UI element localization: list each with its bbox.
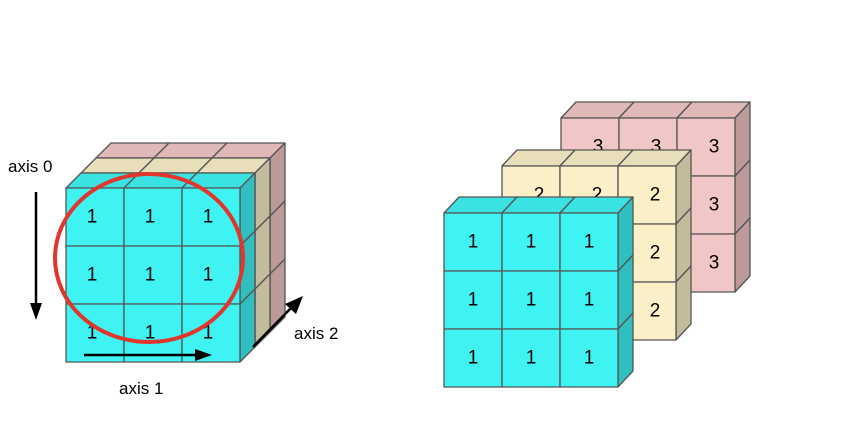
right-slice-1-cell-value: 1 (468, 348, 479, 369)
left-layer-1-cell-value: 1 (145, 323, 156, 344)
right-slice-3-cell-value: 3 (709, 253, 720, 274)
right-slice-3-cell-value: 3 (709, 137, 720, 158)
left-layer-1-cell-value: 1 (203, 207, 214, 228)
right-slice-3-cell-value: 3 (709, 195, 720, 216)
right-slice-1-cell-value: 1 (526, 348, 537, 369)
axis2-arrowhead (285, 296, 303, 314)
left-layer-1-cell-value: 1 (203, 323, 214, 344)
right-slice-1-cell-value: 1 (526, 232, 537, 253)
axis1-arrowhead (195, 349, 212, 361)
right-slice-2-cell-value: 2 (650, 185, 661, 206)
right-slice-1-cell-value: 1 (468, 290, 479, 311)
right-slice-1-cell-value: 1 (584, 290, 595, 311)
right-slice-2-cell-value: 2 (592, 185, 603, 206)
left-layer-1-cell-value: 1 (203, 265, 214, 286)
right-slice-2-cell-value: 2 (534, 185, 545, 206)
left-layer-1-cell-value: 1 (87, 265, 98, 286)
highlight-ellipse (53, 172, 245, 344)
right-slice-1-cell-value: 1 (468, 232, 479, 253)
axis2-label: axis 2 (294, 324, 338, 343)
left-layer-1-cell-value: 1 (87, 207, 98, 228)
left-layer-1-front-face (181, 303, 241, 363)
axis2-arrow-shaft (252, 306, 293, 348)
right-slice-1-cell-value: 1 (584, 348, 595, 369)
right-slice-3-cell-value: 3 (593, 137, 604, 158)
right-slice-2-cell-value: 2 (650, 243, 661, 264)
right-slice-1-front-face (559, 328, 619, 388)
left-layer-1-cell-value: 1 (145, 207, 156, 228)
right-slice-3-cell-value: 3 (651, 137, 662, 158)
right-slice-1-cell-value: 1 (526, 290, 537, 311)
axis0-arrowhead (30, 303, 42, 320)
right-cube-slices: 3 3 3 3 3 2 2 2 2 2 1 1 1 1 1 1 1 1 1 (443, 101, 751, 388)
axis-arrows (30, 192, 303, 361)
right-slice-2-cell-value: 2 (650, 301, 661, 322)
right-slice-1-cell-value: 1 (584, 232, 595, 253)
left-layer-1-cell-value: 1 (145, 265, 156, 286)
left-layer-1-cell-value: 1 (87, 323, 98, 344)
axis0-label: axis 0 (8, 157, 52, 176)
axis1-label: axis 1 (119, 379, 163, 398)
